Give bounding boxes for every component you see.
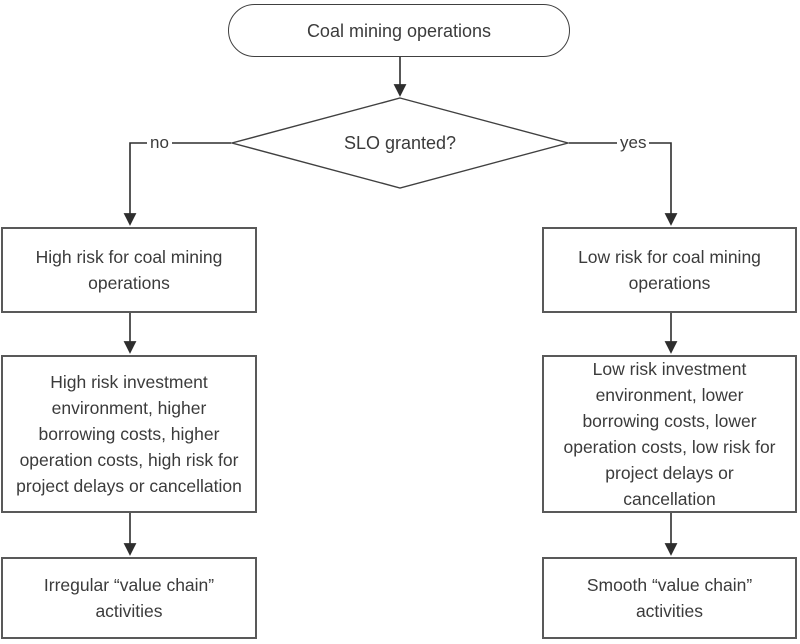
- right-detail-box: Low risk investment environment, lower b…: [542, 355, 797, 513]
- right-outcome-box: Smooth “value chain” activities: [542, 557, 797, 639]
- right-risk-box: Low risk for coal mining operations: [542, 227, 797, 313]
- left-detail-box: High risk investment environment, higher…: [1, 355, 257, 513]
- edge-no-branch: [123, 142, 231, 226]
- start-node-coal-mining-operations: Coal mining operations: [228, 4, 570, 57]
- left-risk-box: High risk for coal mining operations: [1, 227, 257, 313]
- branch-label-yes: yes: [617, 131, 650, 155]
- branch-label-no: no: [147, 131, 172, 155]
- left-outcome-box: Irregular “value chain” activities: [1, 557, 257, 639]
- decision-node-slo-granted: SLO granted?: [343, 133, 457, 153]
- edge-yes-branch: [569, 142, 678, 226]
- decision-diamond-shape: [229, 97, 571, 189]
